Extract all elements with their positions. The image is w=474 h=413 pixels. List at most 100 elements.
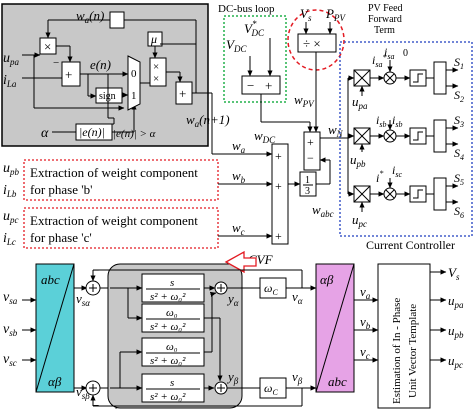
cc-u-pa-label: upa xyxy=(352,94,368,111)
wa-summer-input-label: wa xyxy=(232,138,246,155)
cc-gate-b xyxy=(433,119,447,153)
gain-wc-beta-label: ωC xyxy=(264,381,278,397)
v-beta-label: vβ xyxy=(292,369,303,386)
wn-summer-plus-1: + xyxy=(307,135,314,149)
vdc-ref-label: V*DC xyxy=(244,19,265,38)
v-s-beta-label: vsβ xyxy=(76,384,90,401)
mux-input-1: 1 xyxy=(131,90,137,102)
cc-isb-meas-label: isb xyxy=(392,113,402,129)
out-vs-label: Vs xyxy=(448,265,460,282)
filter-2-num: ω₀ xyxy=(166,307,178,319)
filter-1-num: s xyxy=(170,277,174,289)
avg-plus-2: + xyxy=(275,179,282,193)
step-multiplier-symbol-2: × xyxy=(153,73,159,85)
pv-divide-multiply xyxy=(297,33,337,53)
phase-b-text-1: Extraction of weight component xyxy=(30,165,198,180)
summer-minus: − xyxy=(53,57,59,69)
weight-average-summer xyxy=(271,143,289,245)
filter-3-num: ω₀ xyxy=(166,341,178,353)
clarke-in-top: abc xyxy=(41,272,60,287)
v-s-alpha-label: vsα xyxy=(76,291,90,308)
w-n-label: wN xyxy=(328,122,344,139)
clarke-in-bottom: αβ xyxy=(48,374,62,389)
cc-isa-ref-label: isa* xyxy=(372,53,386,69)
u-pa-input-label: upa xyxy=(3,51,20,67)
filter-3-den: s² + ω₀² xyxy=(150,355,186,367)
switch-s3-label: S3 xyxy=(454,113,464,129)
wn-summer-minus: − xyxy=(307,151,314,165)
y-alpha-label: yα xyxy=(226,291,239,308)
cc-isc-label: i* xyxy=(376,169,383,185)
cc-zero-label: 0 xyxy=(403,48,408,59)
u-pc-label: upc xyxy=(3,209,19,225)
out-u-pa-label: upa xyxy=(448,293,464,310)
error-en-label: e(n) xyxy=(90,57,111,72)
third-num: 1 xyxy=(305,175,310,186)
v-c-label: vc xyxy=(360,344,370,361)
w-abc-label: wabc xyxy=(312,202,334,219)
vdc-label: VDC xyxy=(226,37,247,54)
condition-label: |e(n)| > α xyxy=(113,128,156,140)
w-pv-label: wPV xyxy=(294,92,315,109)
w-dc-label: wDC xyxy=(254,128,276,145)
filter-w0-alpha xyxy=(141,303,205,333)
sign-label: sign xyxy=(99,91,116,102)
clarke-out-bottom: abc xyxy=(328,374,347,389)
v-b-label: vb xyxy=(360,314,371,331)
phase-c-text-1: Extraction of weight component xyxy=(30,213,198,228)
current-controller-label: Current Controller xyxy=(366,238,455,252)
gain-wc-alpha-label: ωC xyxy=(264,281,278,297)
filter-s-alpha xyxy=(141,273,205,303)
filter-4-den: s² + ω₀² xyxy=(150,391,186,403)
estimation-block xyxy=(377,263,431,409)
vs-label: Vs xyxy=(300,6,312,23)
v-a-label: va xyxy=(360,284,371,301)
switch-s5-label: S5 xyxy=(454,171,464,187)
switch-s2-label: S2 xyxy=(454,88,464,104)
pv-op-label: ÷ × xyxy=(303,36,321,51)
delay-block xyxy=(109,11,125,29)
third-den: 3 xyxy=(305,186,310,197)
dc-summer-minus: − xyxy=(247,78,254,93)
switch-s1-label: S1 xyxy=(454,55,464,71)
lms-phase-a-panel xyxy=(1,3,209,147)
out-u-pb-label: upb xyxy=(448,323,464,340)
current-controller-frame xyxy=(339,41,473,237)
u-pb-label: upb xyxy=(3,161,20,177)
update-summer-plus: + xyxy=(179,86,186,101)
dc-loop-title: DC-bus loop xyxy=(218,3,275,15)
wa-n-label: wa(n) xyxy=(76,8,104,25)
step-multiplier-symbol-1: × xyxy=(153,61,159,73)
phase-c-text-2: for phase 'c' xyxy=(30,230,92,245)
pv-ff-title-1: PV Feed xyxy=(368,3,403,14)
avg-plus-1: + xyxy=(275,149,282,163)
out-u-pc-label: upc xyxy=(448,353,463,370)
cc-u-pc-label: upc xyxy=(352,212,367,229)
wb-label: wb xyxy=(232,168,246,185)
summer-plus: + xyxy=(65,67,72,82)
ppv-label: PPV xyxy=(325,6,346,23)
i-lc-label: iLc xyxy=(3,231,16,247)
cc-isa-label: isa xyxy=(384,45,394,61)
i-lb-label: iLb xyxy=(3,183,17,199)
cvf-arrow-icon xyxy=(224,250,257,274)
filter-1-den: s² + ω₀² xyxy=(150,291,186,303)
avg-plus-3: + xyxy=(275,229,282,243)
y-beta-label: yβ xyxy=(226,369,239,386)
filter-s-beta xyxy=(141,373,205,403)
cc-gate-c xyxy=(433,177,447,211)
abs-error-label: |e(n)| xyxy=(79,125,105,139)
filter-4-num: s xyxy=(170,377,174,389)
i-la-input-label: iLa xyxy=(3,73,17,89)
filter-2-den: s² + ω₀² xyxy=(150,321,186,333)
cc-u-pb-label: upb xyxy=(350,152,366,169)
wc-label: wc xyxy=(232,220,245,237)
mu-label: μ xyxy=(150,32,157,46)
clarke-out-top: αβ xyxy=(320,272,334,287)
wa-n1-label: wa(n+1) xyxy=(186,112,230,129)
wn-summer xyxy=(303,131,321,171)
dc-summer-plus: + xyxy=(265,78,272,93)
filter-w0-beta xyxy=(141,337,205,367)
